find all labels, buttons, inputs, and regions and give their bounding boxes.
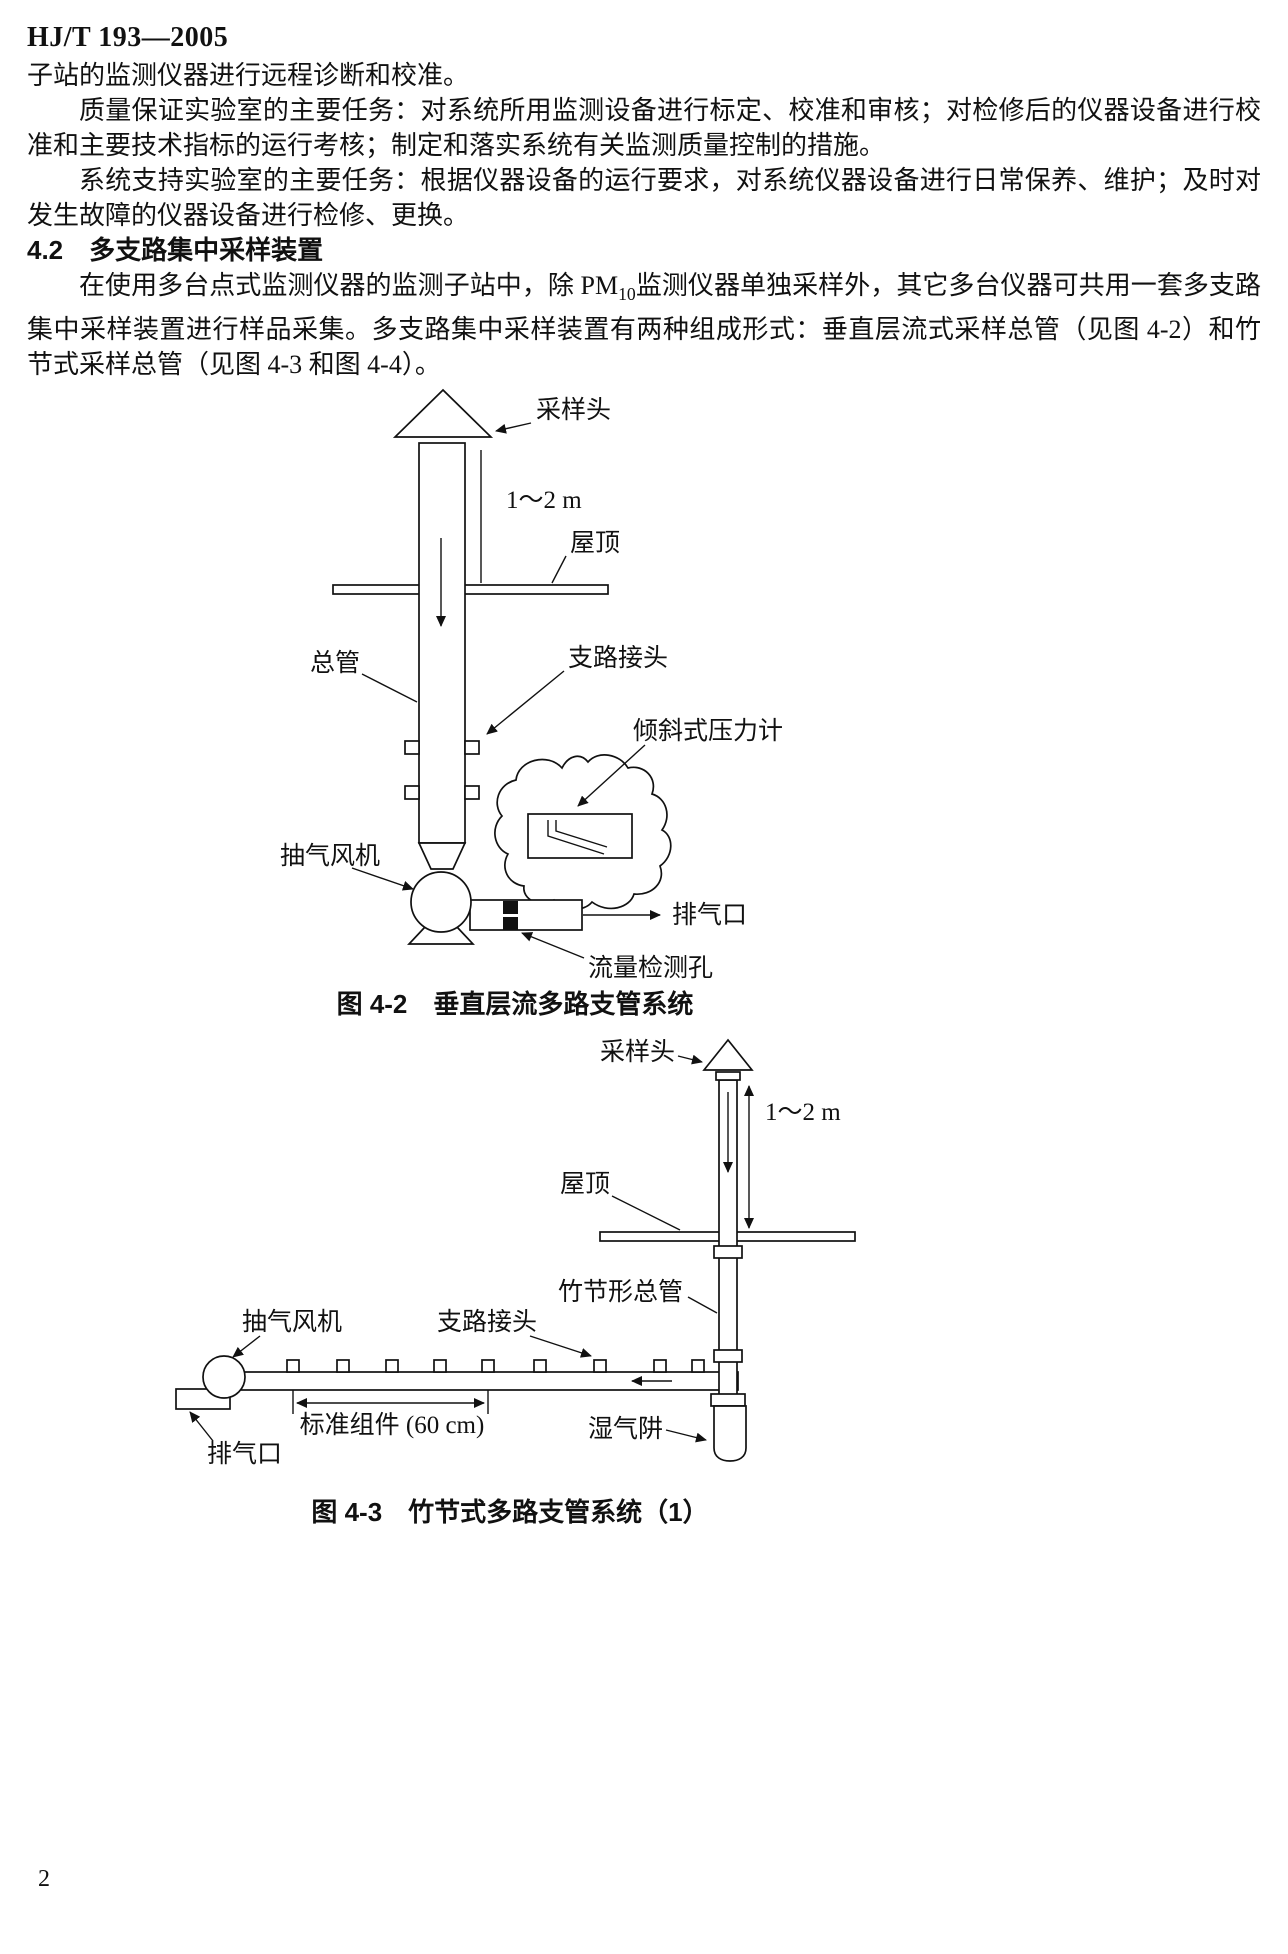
paragraph-sampling-post: 监测仪器单独采样外，其它多台仪器可共用一套多支路集中采样装置进行样品采集。多支路…	[27, 271, 1261, 380]
branch-joint	[336, 1359, 350, 1373]
branch-joint	[481, 1359, 495, 1373]
branch-joint	[286, 1359, 300, 1373]
branch-joint	[385, 1359, 399, 1373]
label-main-pipe: 总管	[310, 649, 360, 677]
label-height-dim: 1～2 m	[506, 487, 582, 514]
wet-trap-cylinder	[713, 1405, 747, 1462]
branch-joint	[691, 1359, 705, 1373]
callout-exhaust	[189, 1411, 214, 1442]
section-heading-4-2: 4.2 多支路集中采样装置	[27, 235, 324, 265]
branch-joint-left-1	[404, 740, 420, 755]
callout-roof	[611, 1195, 681, 1231]
label-height-dim: 1～2 m	[765, 1099, 841, 1126]
callout-fan	[232, 1335, 261, 1358]
label-roof: 屋顶	[560, 1171, 610, 1198]
label-suction-fan: 抽气风机	[242, 1308, 342, 1336]
callout-branch-joint	[529, 1335, 592, 1358]
roof	[332, 584, 609, 595]
pipe-coupling-1	[713, 1245, 743, 1259]
sampling-head-cone	[392, 388, 494, 438]
label-branch-joint: 支路接头	[568, 644, 668, 672]
label-sampling-head: 采样头	[536, 396, 611, 424]
label-bamboo-main-pipe: 竹节形总管	[558, 1278, 683, 1306]
sampling-head-cone	[702, 1038, 754, 1071]
branch-joint	[533, 1359, 547, 1373]
pipe-collar	[715, 1071, 741, 1081]
branch-joint	[433, 1359, 447, 1373]
label-exhaust-outlet: 排气口	[207, 1440, 282, 1468]
branch-joint	[653, 1359, 667, 1373]
label-exhaust-outlet: 排气口	[672, 901, 747, 929]
flow-detection-hole-upper	[503, 901, 518, 914]
pm10-subscript: 10	[618, 284, 636, 305]
paragraph-sampling-pre: 在使用多台点式监测仪器的监测子站中，除 PM	[79, 271, 619, 300]
callout-branch-joint	[486, 670, 565, 735]
flow-detection-hole-lower	[503, 917, 518, 930]
standard-number-header: HJ/T 193—2005	[27, 22, 229, 53]
branch-joints	[404, 740, 480, 800]
figure-4-2-caption: 图 4-2 垂直层流多路支管系统	[336, 989, 694, 1019]
label-roof: 屋顶	[570, 530, 620, 557]
label-branch-joint: 支路接头	[437, 1308, 537, 1336]
callout-flow-hole	[521, 932, 585, 959]
label-sampling-head: 采样头	[600, 1038, 675, 1066]
wet-trap	[710, 1393, 747, 1462]
label-suction-fan: 抽气风机	[280, 842, 380, 870]
body-text: 子站的监测仪器进行远程诊断和校准。 质量保证实验室的主要任务：对系统所用监测设备…	[27, 58, 1261, 382]
page-number: 2	[38, 1866, 50, 1892]
figure-4-2-diagram: 采样头 1～2 m 屋顶 总管 支路接头 倾斜式压力计 抽气风机 排气口 流量检…	[280, 388, 783, 982]
manometer-body	[527, 813, 633, 859]
paragraph-continuation: 子站的监测仪器进行远程诊断和校准。	[27, 61, 470, 90]
wet-trap-coupling	[710, 1393, 746, 1407]
label-wet-trap: 湿气阱	[588, 1415, 663, 1443]
callout-fan	[351, 867, 414, 891]
callout-wet-trap	[665, 1429, 707, 1443]
branch-joints	[286, 1359, 705, 1373]
inclined-manometer	[494, 754, 672, 911]
suction-fan-circle	[410, 871, 472, 933]
branch-joint	[593, 1359, 607, 1373]
callout-roof	[551, 555, 567, 584]
figure-4-3-caption: 图 4-3 竹节式多路支管系统（1）	[311, 1497, 709, 1527]
manometer-inclined-tube	[547, 820, 608, 855]
bottom-funnel	[417, 842, 467, 870]
branch-joint-left-2	[404, 785, 420, 800]
exhaust-duct	[469, 899, 583, 931]
callout-bamboo-pipe	[687, 1296, 718, 1314]
label-flow-detection-hole: 流量检测孔	[588, 954, 713, 982]
label-standard-module: 标准组件 (60 cm)	[300, 1411, 485, 1439]
label-inclined-manometer: 倾斜式压力计	[633, 717, 783, 745]
main-pipe	[418, 442, 466, 844]
paragraph-sampling-device: 在使用多台点式监测仪器的监测子站中，除 PM10监测仪器单独采样外，其它多台仪器…	[27, 268, 1261, 382]
paragraph-support-lab: 系统支持实验室的主要任务：根据仪器设备的运行要求，对系统仪器设备进行日常保养、维…	[27, 166, 1261, 230]
callout-manometer	[577, 744, 646, 807]
figure-4-3-diagram: 采样头 1～2 m 屋顶 竹节形总管 抽气风机 支路接头 标准组件 (60 cm…	[175, 1038, 856, 1468]
pipe-coupling-2	[713, 1349, 743, 1363]
branch-joint-right-2	[464, 785, 480, 800]
callout-main-pipe	[361, 673, 418, 703]
callout-sampling-head	[677, 1054, 703, 1065]
suction-fan-circle	[202, 1355, 246, 1399]
callout-sampling-head	[495, 422, 532, 434]
paragraph-qa-lab: 质量保证实验室的主要任务：对系统所用监测设备进行标定、校准和审核；对检修后的仪器…	[27, 96, 1261, 160]
branch-joint-right-1	[464, 740, 480, 755]
